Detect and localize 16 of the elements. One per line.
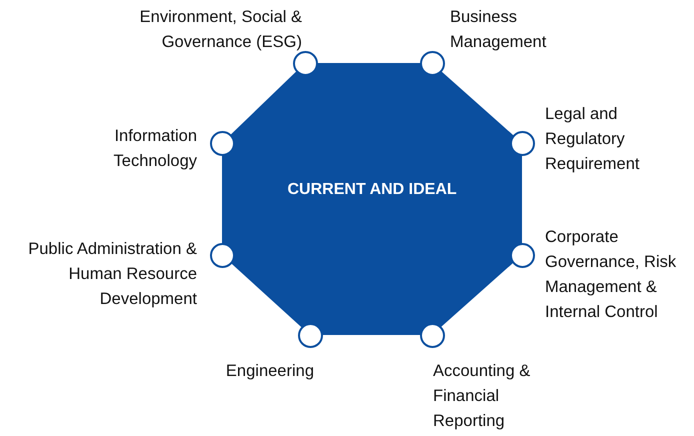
circle-marker [292, 50, 318, 76]
topic-label: Engineering [224, 361, 314, 382]
topic-label: Accounting & Financial Reporting [433, 361, 532, 432]
center-title: CURRENT AND IDEAL [288, 181, 457, 199]
circle-marker [510, 130, 534, 156]
circle-marker [210, 242, 234, 268]
circle-marker [420, 50, 444, 76]
topic-label: Public Administration & Human Resource Development [27, 239, 197, 310]
topic-label: Information Technology [112, 126, 197, 172]
topic-label: Business Management [450, 7, 548, 53]
circle-marker [298, 322, 322, 348]
topic-label: Legal and Regulatory Requirement [545, 104, 640, 175]
topic-label: Environment, Social & Governance (ESG) [138, 7, 302, 53]
topic-label: Corporate Governance, Risk Management & Internal Control [545, 227, 678, 323]
circle-marker [210, 130, 234, 156]
octagon-shape [222, 63, 522, 335]
